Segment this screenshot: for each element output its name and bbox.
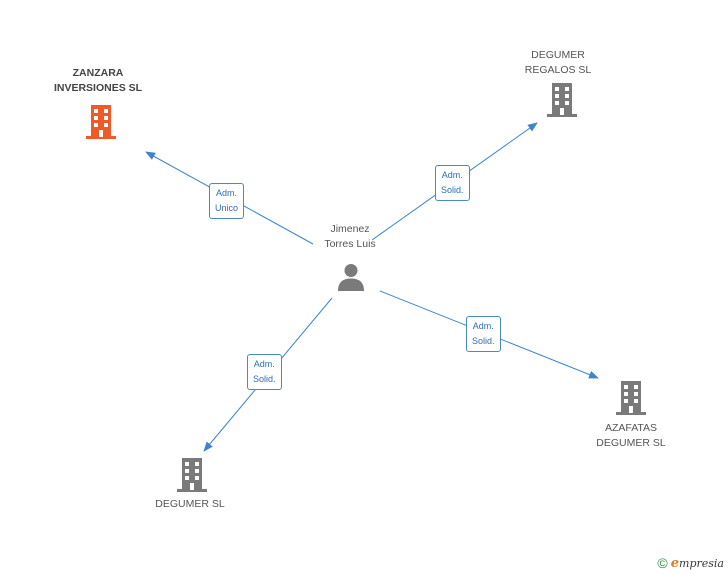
company-label-azafatas-line2: DEGUMER SL — [596, 437, 666, 449]
relation-label-line2: Solid. — [441, 185, 464, 195]
company-label-degumer-regalos-line1: DEGUMER — [531, 49, 585, 61]
building-icon[interactable] — [175, 457, 209, 493]
relation-label-line2: Unico — [215, 203, 239, 213]
company-label-azafatas[interactable]: AZAFATAS DEGUMER SL — [576, 421, 686, 451]
building-icon[interactable] — [545, 82, 579, 118]
relation-label-line2: Solid. — [253, 374, 276, 384]
relation-label-line1: Adm. — [253, 359, 275, 369]
company-label-degumer[interactable]: DEGUMER SL — [135, 497, 245, 512]
relation-label-zanzara: Adm. Unico — [209, 183, 245, 219]
person-name-line1: Jimenez — [330, 223, 370, 235]
relation-label-line1: Adm. — [472, 321, 494, 331]
company-label-zanzara[interactable]: ZANZARA INVERSIONES SL — [38, 66, 158, 96]
relation-label-line1: Adm. — [441, 170, 463, 180]
empresia-logo: empresia — [671, 556, 724, 571]
person-icon[interactable] — [336, 262, 366, 292]
building-icon[interactable] — [84, 104, 118, 140]
person-name-line2: Torres Luis — [324, 238, 376, 250]
empresia-watermark: © empresia — [657, 555, 724, 571]
relation-label-azafatas: Adm. Solid. — [466, 316, 501, 352]
company-label-degumer-regalos[interactable]: DEGUMER REGALOS SL — [503, 48, 613, 78]
relation-label-degumer-regalos: Adm. Solid. — [435, 165, 470, 201]
company-label-zanzara-line2: INVERSIONES SL — [53, 82, 143, 94]
copyright-symbol: © — [657, 555, 668, 571]
logo-text: mpresia — [679, 556, 724, 570]
company-label-azafatas-line1: AZAFATAS — [604, 422, 658, 434]
person-name-label[interactable]: Jimenez Torres Luis — [300, 222, 400, 252]
relation-label-line1: Adm. — [216, 188, 238, 198]
logo-initial: e — [670, 555, 680, 571]
relation-label-line2: Solid. — [472, 336, 495, 346]
relation-label-degumer: Adm. Solid. — [247, 354, 282, 390]
company-label-degumer-regalos-line2: REGALOS SL — [524, 64, 592, 76]
company-label-degumer-line1: DEGUMER SL — [155, 498, 225, 510]
building-icon[interactable] — [614, 380, 648, 416]
company-label-zanzara-line1: ZANZARA — [72, 67, 124, 79]
